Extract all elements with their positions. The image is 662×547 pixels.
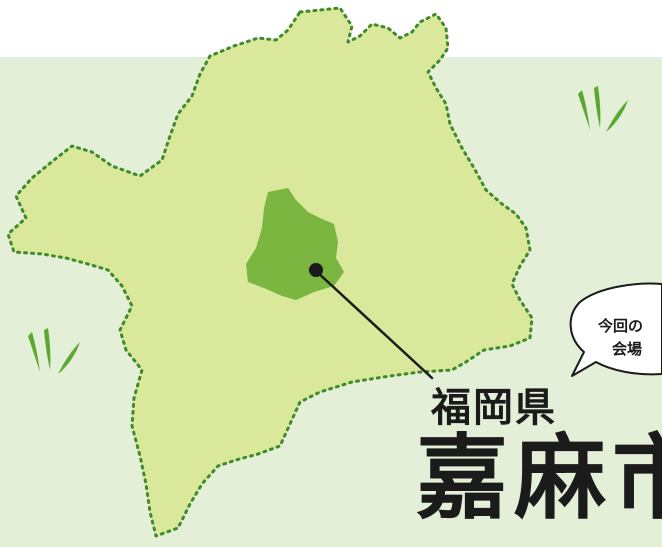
callout-line1: 今回の [598,317,644,335]
callout-line2: 会場 [612,340,643,358]
location-dot-icon [309,263,323,277]
grass-tuft-icon [28,328,80,374]
grass-tuft-icon [578,86,628,132]
city-label: 嘉麻市 [416,424,662,532]
leader-line [314,269,434,380]
prefecture-label: 福岡県 [431,384,557,431]
speech-bubble [569,282,662,377]
